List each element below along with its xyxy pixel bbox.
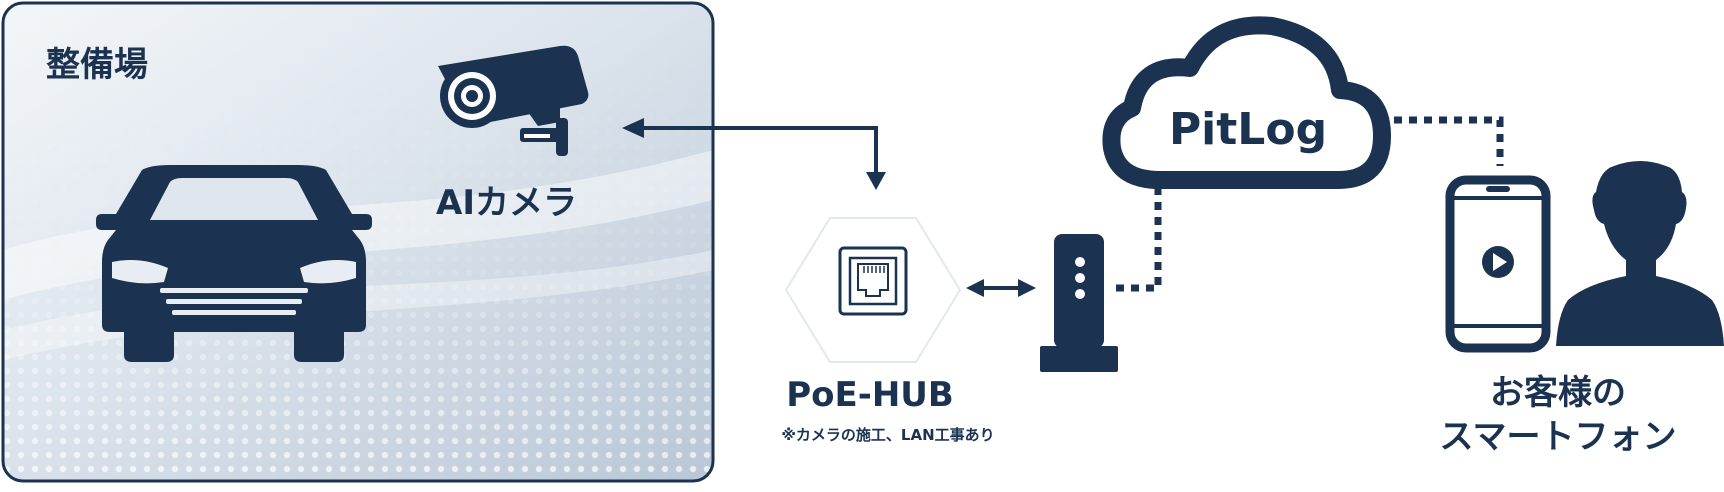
- router-icon: [1040, 234, 1118, 372]
- play-icon: [1482, 246, 1514, 278]
- hub-router-arrow: [966, 279, 1036, 297]
- customer-label-line2: スマートフォン: [1440, 417, 1677, 457]
- garage-label: 整備場: [46, 45, 148, 85]
- cloud-phone-link: [1394, 116, 1504, 166]
- security-camera-icon: [438, 45, 589, 156]
- cloud-icon: [1102, 16, 1391, 189]
- hub-note: ※カメラの施工、LAN工事あり: [781, 426, 994, 444]
- hub-label: PoE-HUB: [786, 375, 954, 415]
- poe-hub-icon: [784, 217, 962, 363]
- customer-label-line1: お客様の: [1490, 373, 1626, 413]
- person-silhouette-icon: [1556, 161, 1724, 346]
- cloud-label: PitLog: [1169, 104, 1327, 155]
- camera-hub-arrow: [622, 118, 886, 190]
- smartphone-icon: [1445, 175, 1551, 353]
- camera-label: AIカメラ: [436, 183, 577, 223]
- ethernet-port-icon: [838, 246, 908, 316]
- router-cloud-link: [1116, 186, 1162, 292]
- car-icon: [96, 165, 372, 362]
